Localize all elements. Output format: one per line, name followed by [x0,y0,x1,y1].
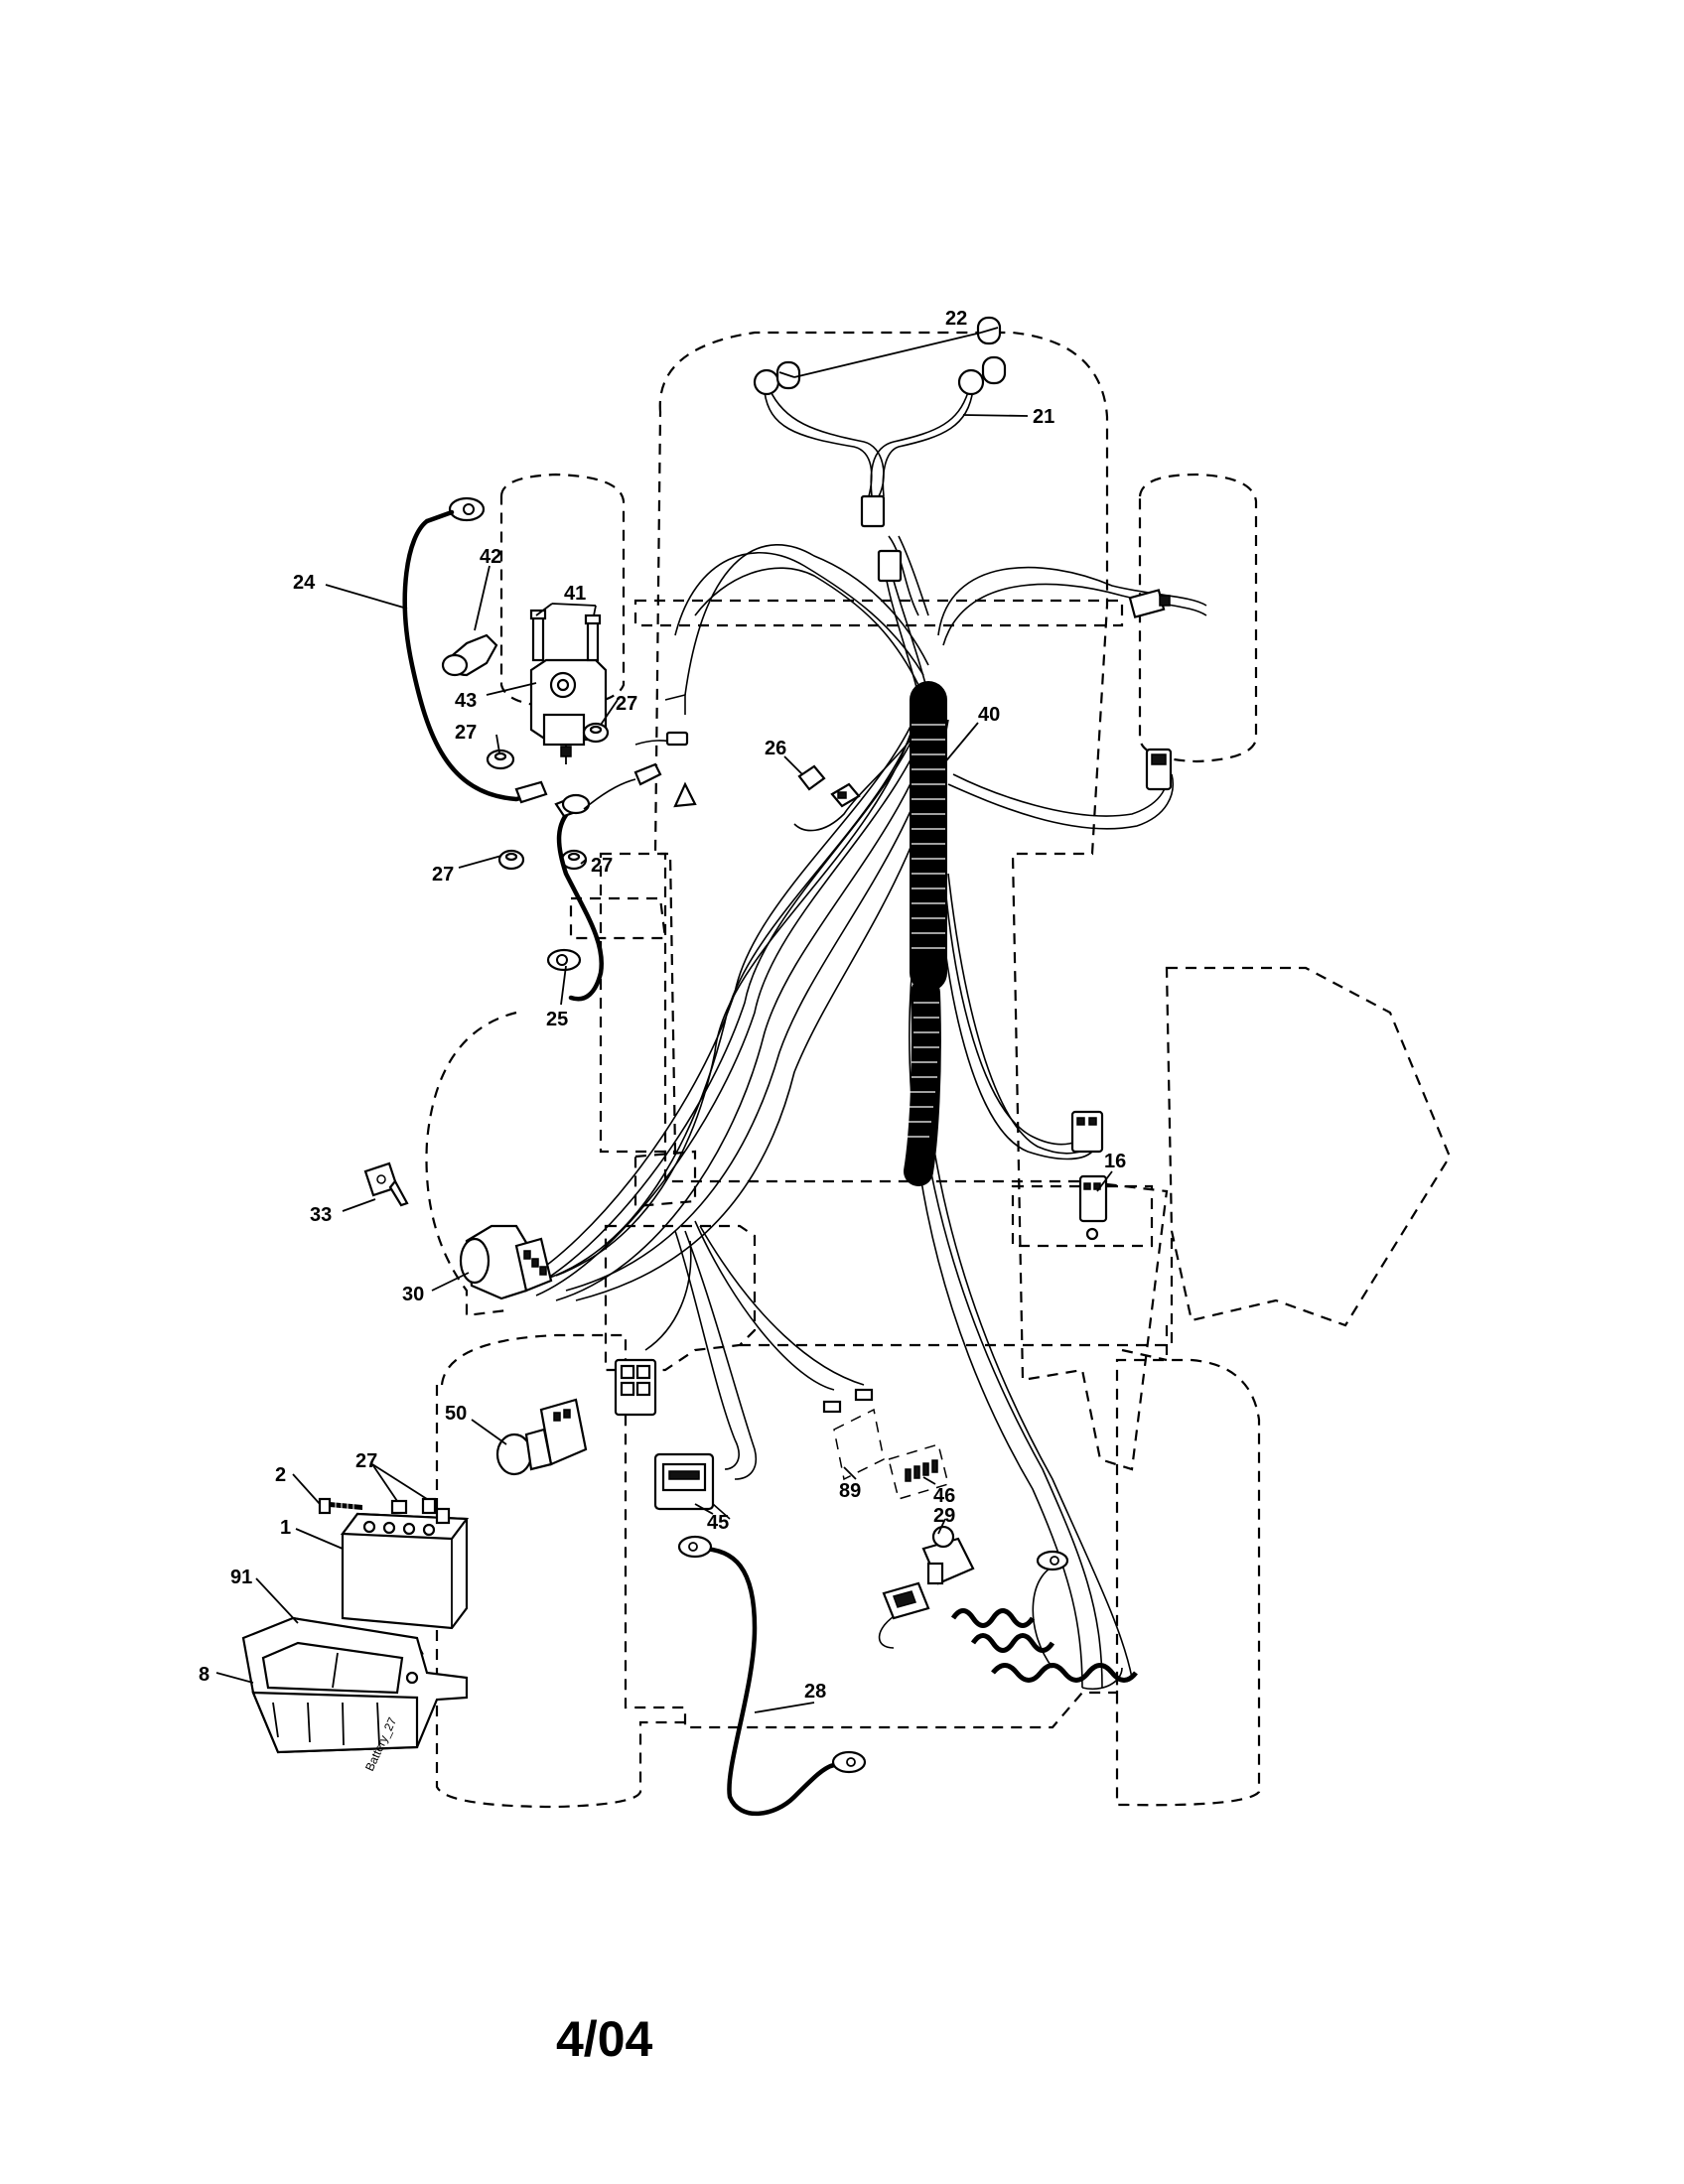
seat-switch-connector [1070,1110,1108,1241]
callout-27-d: 27 [591,855,613,877]
solenoid [529,658,608,764]
ground-strap [634,693,697,808]
battery [340,1507,470,1630]
callout-22: 22 [945,308,967,330]
callout-numbers: 22 21 24 42 41 43 27 27 27 27 25 26 40 1… [199,308,1126,1703]
callout-28: 28 [804,1681,826,1703]
connector-26 [797,764,861,808]
callout-29: 29 [933,1505,955,1527]
callout-42: 42 [480,546,501,568]
callout-89: 89 [839,1480,861,1502]
leader-lines [215,327,1113,1713]
ignition-switch [459,1224,553,1300]
callout-45: 45 [707,1512,729,1534]
callout-25: 25 [546,1009,568,1030]
right-upper-connector [1128,589,1171,618]
callout-41: 41 [564,583,586,605]
callout-27-b: 27 [616,693,637,715]
callout-2: 2 [275,1464,286,1486]
battery-tray: Battery_27 [241,1616,469,1773]
callout-27-a: 27 [455,722,477,744]
callout-27-c: 27 [432,864,454,886]
ignition-key [363,1161,409,1207]
callout-33: 33 [310,1204,332,1226]
callout-16: 16 [1104,1151,1126,1172]
callout-24: 24 [293,572,316,594]
headlight-bulb-left [753,360,801,396]
callout-40: 40 [978,704,1000,726]
solenoid-screws [529,609,602,662]
battery-cable-28 [677,1535,867,1817]
callout-46: 46 [933,1485,955,1507]
callout-50: 50 [445,1403,467,1425]
nuts [486,722,610,871]
relay-module [822,1388,885,1481]
terminal-nut [390,1497,437,1515]
callout-1: 1 [280,1517,291,1539]
terminal-bolt [318,1497,362,1515]
headlight-harness [764,388,974,696]
callout-26: 26 [765,738,786,759]
callout-30: 30 [402,1284,424,1305]
pto-switch [495,1398,588,1476]
fuse-block [888,1443,949,1500]
hour-meter [653,1452,731,1520]
interlock-switch [921,1525,975,1585]
right-side-connector [1145,748,1173,791]
coiled-cord [878,1550,1138,1690]
battery-cable-25 [546,762,662,1002]
callout-91: 91 [230,1567,252,1588]
callout-8: 8 [199,1664,210,1686]
callout-21: 21 [1033,406,1054,428]
battery-cable-24 [402,496,548,804]
harness-conduit [904,681,947,1186]
callout-43: 43 [455,690,477,712]
revision-date: 4/04 [556,2011,653,2067]
connector-block [614,1358,657,1417]
callout-27-e: 27 [355,1450,377,1472]
terminal-boot [441,633,498,677]
